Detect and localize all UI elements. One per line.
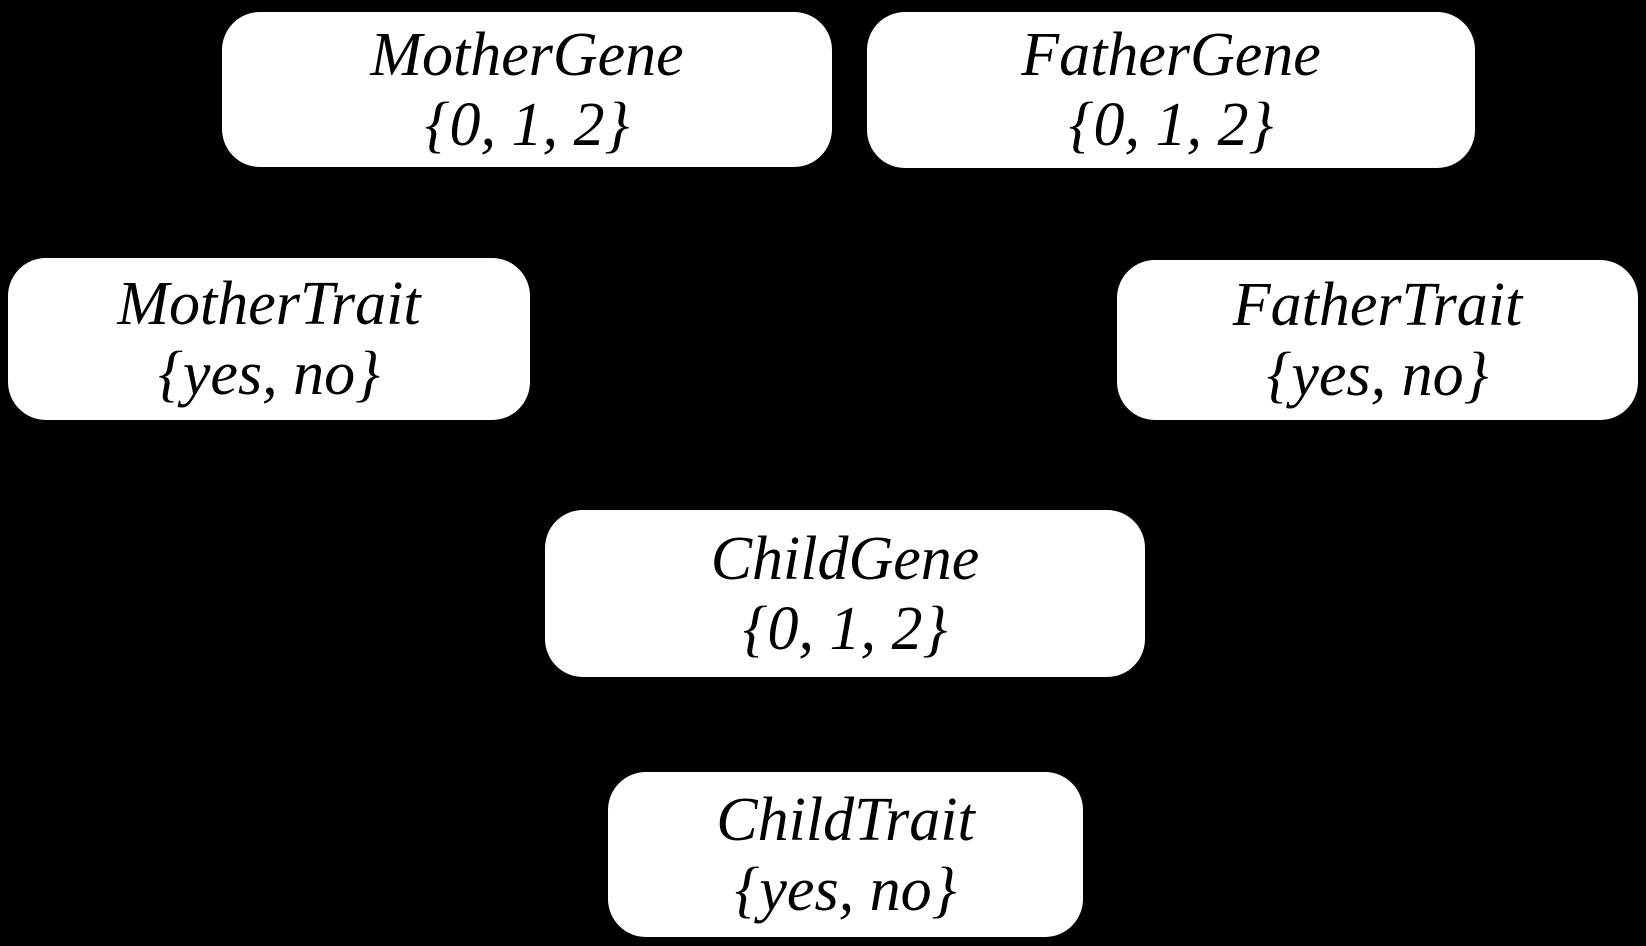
node-domain-values: {0, 1, 2} [424, 90, 630, 159]
node-domain-values: {yes, no} [734, 855, 957, 924]
node-domain-values: {yes, no} [1266, 341, 1489, 409]
node-label: ChildGene [710, 524, 980, 593]
node-label: ChildTrait [716, 785, 975, 854]
node-father-gene: FatherGene {0, 1, 2} [867, 12, 1475, 168]
node-child-gene: ChildGene {0, 1, 2} [545, 510, 1145, 677]
node-mother-gene: MotherGene {0, 1, 2} [222, 12, 832, 167]
node-label: MotherGene [370, 20, 684, 89]
node-label: MotherTrait [117, 270, 421, 338]
node-child-trait: ChildTrait {yes, no} [608, 772, 1083, 937]
node-label: FatherTrait [1232, 271, 1523, 339]
node-label: FatherGene [1021, 21, 1321, 89]
node-mother-trait: MotherTrait {yes, no} [8, 258, 530, 420]
node-father-trait: FatherTrait {yes, no} [1117, 260, 1638, 420]
node-domain-values: {yes, no} [158, 340, 380, 408]
node-domain-values: {0, 1, 2} [1068, 91, 1274, 159]
node-domain-values: {0, 1, 2} [742, 594, 948, 663]
